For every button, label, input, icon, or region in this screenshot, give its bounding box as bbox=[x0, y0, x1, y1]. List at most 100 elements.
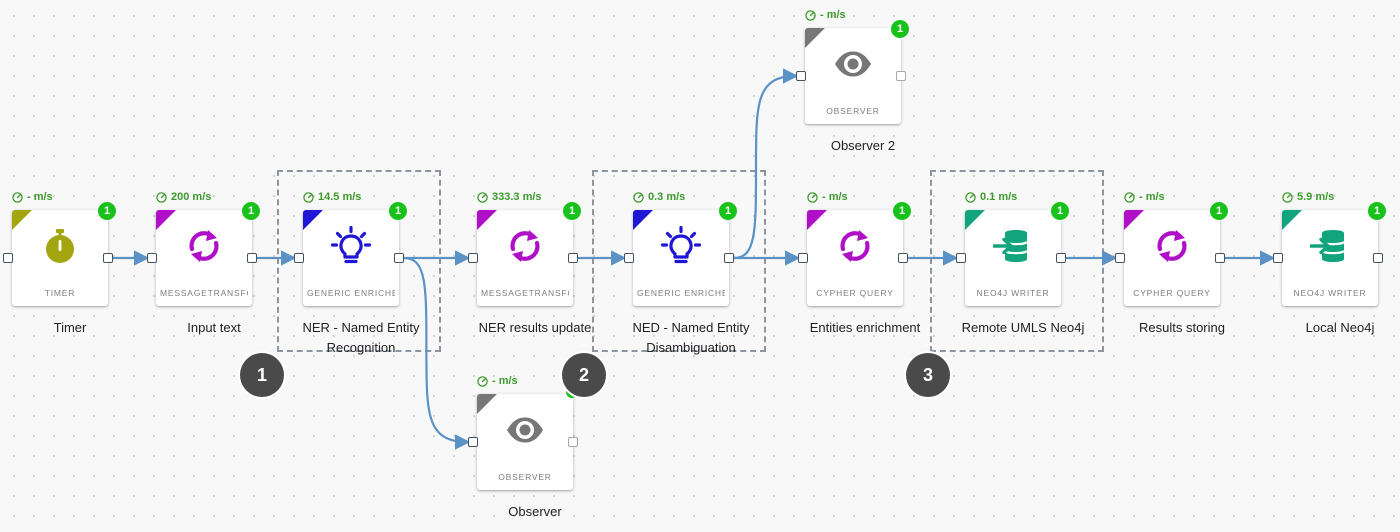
connection-ned-to-observer-2[interactable] bbox=[733, 68, 799, 260]
output-port[interactable] bbox=[724, 253, 734, 263]
input-port[interactable] bbox=[624, 253, 634, 263]
type-corner-marker bbox=[1282, 210, 1302, 230]
input-port[interactable] bbox=[147, 253, 157, 263]
node-label: Observer bbox=[508, 504, 562, 519]
rate-text: 0.3 m/s bbox=[648, 191, 686, 203]
node-card[interactable]: GENERIC ENRICHEF bbox=[303, 210, 399, 306]
node-card[interactable]: TIMER bbox=[12, 210, 108, 306]
node-card[interactable]: GENERIC ENRICHEF bbox=[633, 210, 729, 306]
rate-text: 200 m/s bbox=[171, 191, 212, 203]
gauge-icon bbox=[1124, 191, 1139, 203]
refresh-icon bbox=[505, 226, 545, 266]
input-port[interactable] bbox=[1273, 253, 1283, 263]
throughput-rate: - m/s bbox=[477, 372, 518, 390]
node-type: GENERIC ENRICHEF bbox=[637, 288, 725, 298]
type-corner-marker bbox=[477, 394, 497, 414]
throughput-rate: 0.1 m/s bbox=[965, 188, 1017, 206]
output-port[interactable] bbox=[1373, 253, 1383, 263]
node-card[interactable]: NEO4J WRITER bbox=[1282, 210, 1378, 306]
type-corner-marker bbox=[12, 210, 32, 230]
gauge-icon bbox=[1282, 191, 1297, 203]
eye-icon bbox=[505, 410, 545, 450]
input-port[interactable] bbox=[798, 253, 808, 263]
gauge-icon bbox=[807, 191, 822, 203]
input-port[interactable] bbox=[956, 253, 966, 263]
instance-count-badge: 1 bbox=[1210, 202, 1228, 220]
output-port[interactable] bbox=[568, 437, 578, 447]
output-port[interactable] bbox=[568, 253, 578, 263]
node-label: NED - Named Entity Disambiguation bbox=[632, 320, 750, 355]
node-label: Local Neo4j bbox=[1305, 320, 1375, 335]
output-port[interactable] bbox=[247, 253, 257, 263]
node-label: Timer bbox=[53, 320, 87, 335]
stopwatch-icon bbox=[40, 226, 80, 266]
throughput-rate: - m/s bbox=[805, 6, 846, 24]
input-port[interactable] bbox=[468, 253, 478, 263]
node-card[interactable]: CYPHER QUERY bbox=[807, 210, 903, 306]
gauge-icon bbox=[477, 191, 492, 203]
instance-count-badge: 1 bbox=[563, 202, 581, 220]
node-label: Observer 2 bbox=[830, 138, 896, 153]
output-port[interactable] bbox=[394, 253, 404, 263]
step-marker-1: 1 bbox=[240, 353, 284, 397]
step-marker-2: 2 bbox=[562, 353, 606, 397]
instance-count-badge: 1 bbox=[893, 202, 911, 220]
instance-count-badge: 1 bbox=[98, 202, 116, 220]
input-port[interactable] bbox=[1115, 253, 1125, 263]
instance-count-badge: 1 bbox=[1051, 202, 1069, 220]
node-label: NER - Named Entity Recognition bbox=[302, 320, 420, 355]
node-type: MESSAGETRANSFO bbox=[481, 288, 569, 298]
rate-text: 14.5 m/s bbox=[318, 191, 362, 203]
node-card[interactable]: NEO4J WRITER bbox=[965, 210, 1061, 306]
rate-text: - m/s bbox=[822, 191, 848, 203]
lightbulb-icon bbox=[660, 225, 702, 266]
throughput-rate: 14.5 m/s bbox=[303, 188, 361, 206]
connection-layer bbox=[113, 68, 1276, 450]
node-card[interactable]: OBSERVER bbox=[805, 28, 901, 124]
node-label: Remote UMLS Neo4j bbox=[961, 320, 1085, 335]
rate-text: 0.1 m/s bbox=[980, 191, 1018, 203]
output-port[interactable] bbox=[898, 253, 908, 263]
input-port[interactable] bbox=[294, 253, 304, 263]
database-import-icon bbox=[992, 226, 1033, 266]
node-card[interactable]: OBSERVER bbox=[477, 394, 573, 490]
database-import-icon bbox=[1309, 226, 1350, 266]
output-port[interactable] bbox=[103, 253, 113, 263]
output-port[interactable] bbox=[896, 71, 906, 81]
refresh-icon bbox=[1152, 226, 1192, 266]
gauge-icon bbox=[633, 191, 648, 203]
throughput-rate: - m/s bbox=[1124, 188, 1165, 206]
connection-ner-to-observer[interactable] bbox=[403, 256, 471, 450]
group-box-ned bbox=[592, 170, 766, 352]
gauge-icon bbox=[477, 375, 492, 387]
output-port[interactable] bbox=[1056, 253, 1066, 263]
node-card[interactable]: MESSAGETRANSFO bbox=[156, 210, 252, 306]
node-card[interactable]: CYPHER QUERY bbox=[1124, 210, 1220, 306]
node-type: NEO4J WRITER bbox=[1293, 288, 1367, 298]
eye-icon bbox=[833, 44, 873, 84]
output-port[interactable] bbox=[1215, 253, 1225, 263]
input-port[interactable] bbox=[468, 437, 478, 447]
rate-text: - m/s bbox=[820, 9, 846, 21]
step-marker-3: 3 bbox=[906, 353, 950, 397]
input-port[interactable] bbox=[3, 253, 13, 263]
type-corner-marker bbox=[965, 210, 985, 230]
type-corner-marker bbox=[303, 210, 323, 230]
node-type: CYPHER QUERY bbox=[816, 288, 894, 298]
type-corner-marker bbox=[805, 28, 825, 48]
input-port[interactable] bbox=[796, 71, 806, 81]
node-type: NEO4J WRITER bbox=[976, 288, 1050, 298]
refresh-icon bbox=[835, 226, 875, 266]
node-card[interactable]: MESSAGETRANSFO bbox=[477, 210, 573, 306]
